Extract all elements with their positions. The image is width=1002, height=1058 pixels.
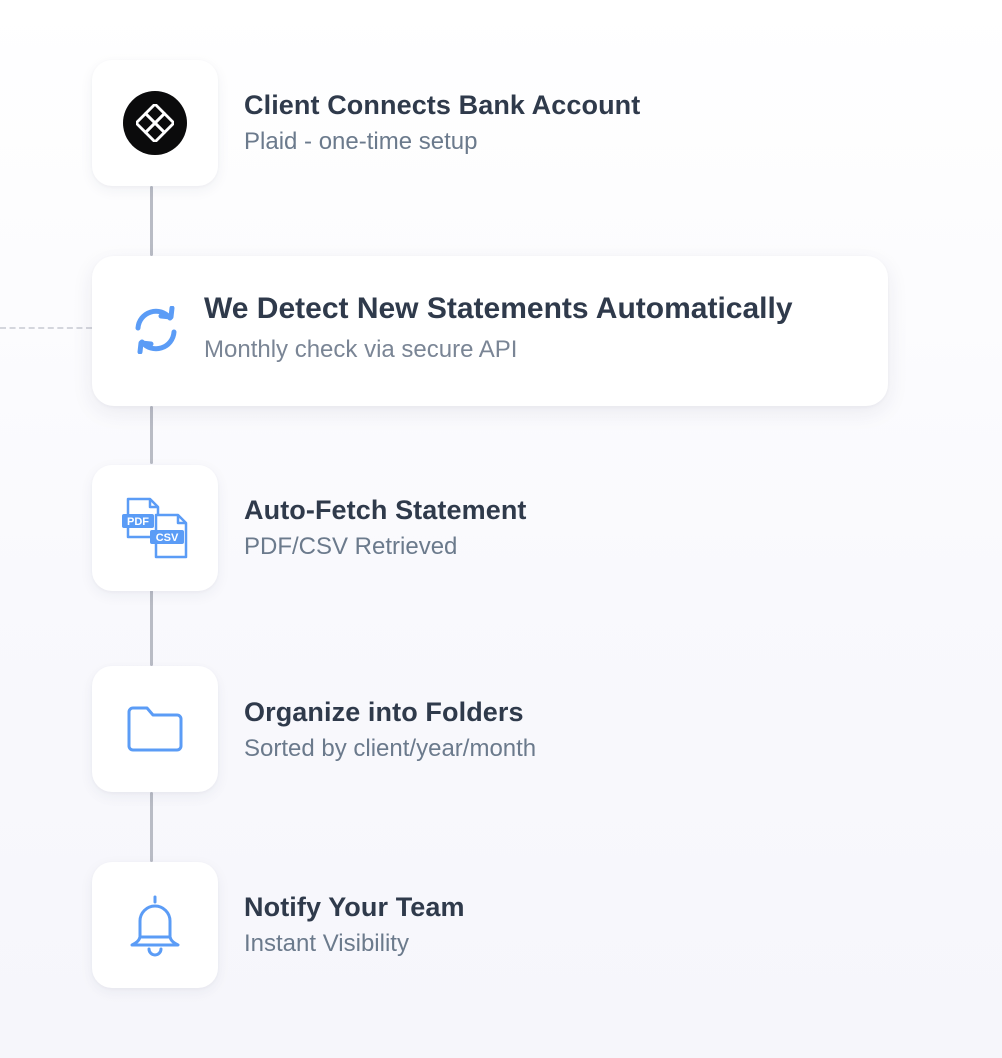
step-text: We Detect New Statements Automatically M… — [204, 290, 793, 366]
dashed-connector — [0, 327, 92, 329]
step-subtitle: Plaid - one-time setup — [244, 128, 478, 155]
step-title: Auto-Fetch Statement — [244, 495, 527, 525]
connector-line — [150, 186, 153, 256]
step-title: Notify Your Team — [244, 892, 465, 922]
step-text: Notify Your Team Instant Visibility — [244, 890, 465, 960]
folder-icon — [127, 706, 183, 752]
step-text: Organize into Folders Sorted by client/y… — [244, 695, 536, 765]
step-icon-card: PDF CSV — [92, 465, 218, 591]
step-subtitle: Sorted by client/year/month — [244, 735, 537, 762]
connector-line — [150, 590, 153, 666]
step-icon-card — [92, 666, 218, 792]
step-subtitle: Monthly check via secure API — [204, 336, 518, 363]
step-card-detect: We Detect New Statements Automatically M… — [92, 256, 888, 406]
connector-line — [150, 792, 153, 862]
step-title: Organize into Folders — [244, 697, 524, 727]
pdf-csv-icon: PDF CSV — [122, 497, 188, 559]
sync-icon — [130, 306, 182, 354]
pdf-label: PDF — [127, 516, 149, 528]
bell-icon — [130, 895, 180, 957]
step-icon-card — [92, 60, 218, 186]
plaid-logo-icon — [123, 91, 187, 155]
step-subtitle: Instant Visibility — [244, 930, 409, 957]
step-subtitle: PDF/CSV Retrieved — [244, 533, 458, 560]
step-title: Client Connects Bank Account — [244, 90, 641, 120]
step-text: Client Connects Bank Account Plaid - one… — [244, 88, 640, 158]
step-text: Auto-Fetch Statement PDF/CSV Retrieved — [244, 493, 527, 563]
connector-line — [150, 406, 153, 464]
step-icon-card — [92, 862, 218, 988]
csv-label: CSV — [156, 532, 179, 544]
step-title: We Detect New Statements Automatically — [204, 292, 793, 325]
